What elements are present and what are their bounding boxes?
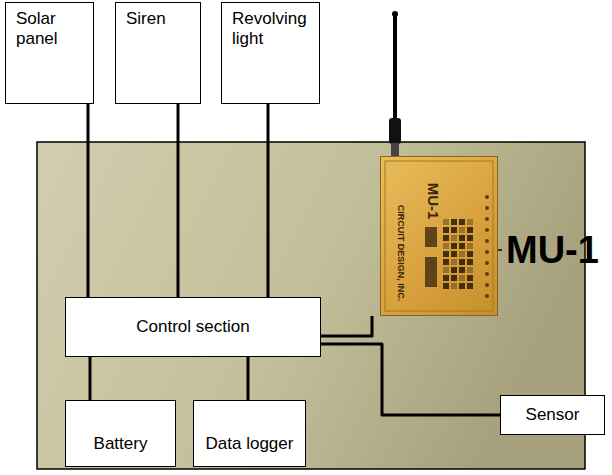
device-box: Solar panel	[5, 2, 94, 104]
wire	[87, 104, 90, 297]
wire	[321, 344, 500, 415]
leader-line	[498, 249, 502, 251]
box-label: Siren	[116, 3, 200, 29]
antenna	[389, 11, 401, 157]
control-box: Control section	[65, 297, 321, 357]
radio-module: MU-1CIRCUIT DESIGN, INC.	[380, 156, 498, 316]
callout-label: MU-1	[506, 231, 599, 269]
box-label: Data logger	[200, 434, 300, 466]
device-box: Revolving light	[221, 2, 320, 104]
wire	[267, 104, 270, 297]
wire	[89, 357, 92, 400]
box-label: Sensor	[518, 401, 588, 429]
battery-box: Battery	[65, 400, 176, 467]
wire	[247, 357, 250, 400]
module-print: CIRCUIT DESIGN, INC.	[396, 205, 407, 302]
box-label: Battery	[88, 434, 154, 466]
module-print: MU-1	[424, 183, 442, 220]
device-box: Siren	[115, 2, 201, 104]
wire	[321, 316, 372, 336]
box-label: Revolving light	[222, 3, 319, 50]
sensor-box: Sensor	[500, 395, 605, 435]
box-label: Control section	[128, 313, 257, 341]
box-label: Solar panel	[6, 3, 93, 50]
wire	[177, 104, 180, 297]
logger-box: Data logger	[193, 400, 306, 467]
